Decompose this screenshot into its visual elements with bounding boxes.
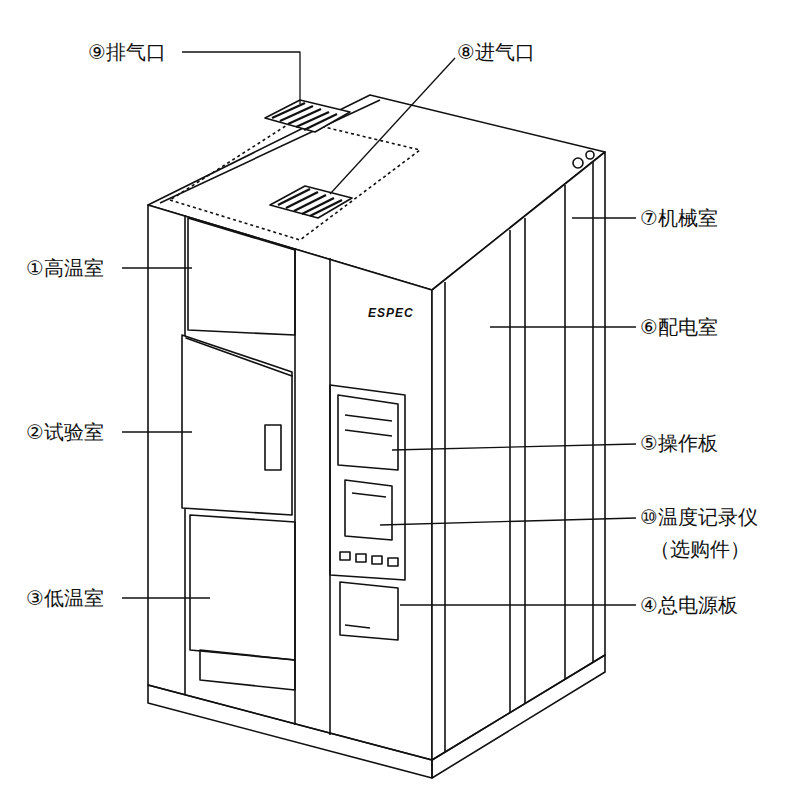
callout-label: ⑨排气口	[88, 40, 166, 64]
brand-logo: ESPEC	[368, 306, 414, 320]
callout-label: ⑩温度记录仪	[640, 505, 758, 529]
callout-label: ②试验室	[26, 420, 104, 444]
callout-label: ③低温室	[26, 586, 104, 610]
callout-note: （选购件）	[650, 537, 750, 561]
callout-label: ①高温室	[26, 256, 104, 280]
callout-label: ⑦机械室	[640, 206, 718, 230]
callout-label: ⑧进气口	[457, 40, 535, 64]
callout-label: ⑥配电室	[640, 315, 718, 339]
callout-label: ④总电源板	[640, 593, 738, 617]
callout-label: ⑤操作板	[640, 431, 718, 455]
